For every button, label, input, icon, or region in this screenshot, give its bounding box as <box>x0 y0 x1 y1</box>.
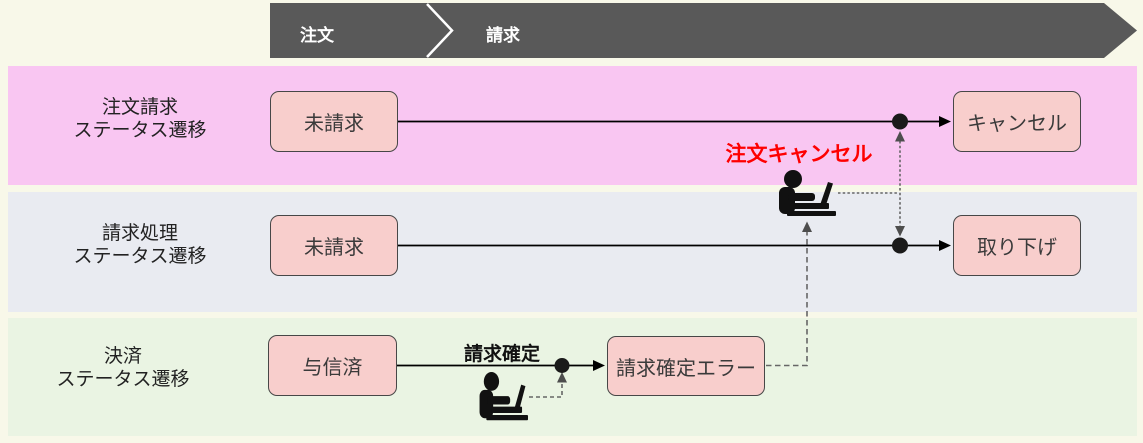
status-node-credited: 与信済 <box>268 335 397 396</box>
status-node-unbilled-order: 未請求 <box>270 91 398 152</box>
annotation-order-cancel: 注文キャンセル <box>725 143 873 166</box>
annotation-billing-confirm: 請求確定 <box>463 344 540 365</box>
lane-label-line: ステータス遷移 <box>56 369 190 390</box>
status-node-withdraw: 取り下げ <box>953 215 1081 276</box>
lane-label-line: ステータス遷移 <box>73 120 207 141</box>
banner-step-order: 注文 <box>300 26 334 45</box>
status-node-unbilled-billing: 未請求 <box>270 215 398 276</box>
lane-label-order-billing: 注文請求 ステータス遷移 <box>20 96 260 142</box>
lane-label-billing-process: 請求処理 ステータス遷移 <box>20 222 260 268</box>
banner-arrow-shape <box>270 3 1137 58</box>
status-node-cancel: キャンセル <box>953 91 1081 152</box>
lane-label-line: ステータス遷移 <box>73 246 207 267</box>
lane-payment <box>8 318 1137 436</box>
banner-step-billing: 請求 <box>486 26 520 45</box>
lane-label-line: 決済 <box>103 346 142 367</box>
lane-label-line: 注文請求 <box>101 97 178 118</box>
lane-label-payment: 決済 ステータス遷移 <box>3 345 243 391</box>
lane-billing-process <box>8 192 1137 312</box>
lane-label-line: 請求処理 <box>101 223 178 244</box>
status-node-confirm-error: 請求確定エラー <box>607 336 765 396</box>
banner-chevron-icon <box>426 3 454 58</box>
